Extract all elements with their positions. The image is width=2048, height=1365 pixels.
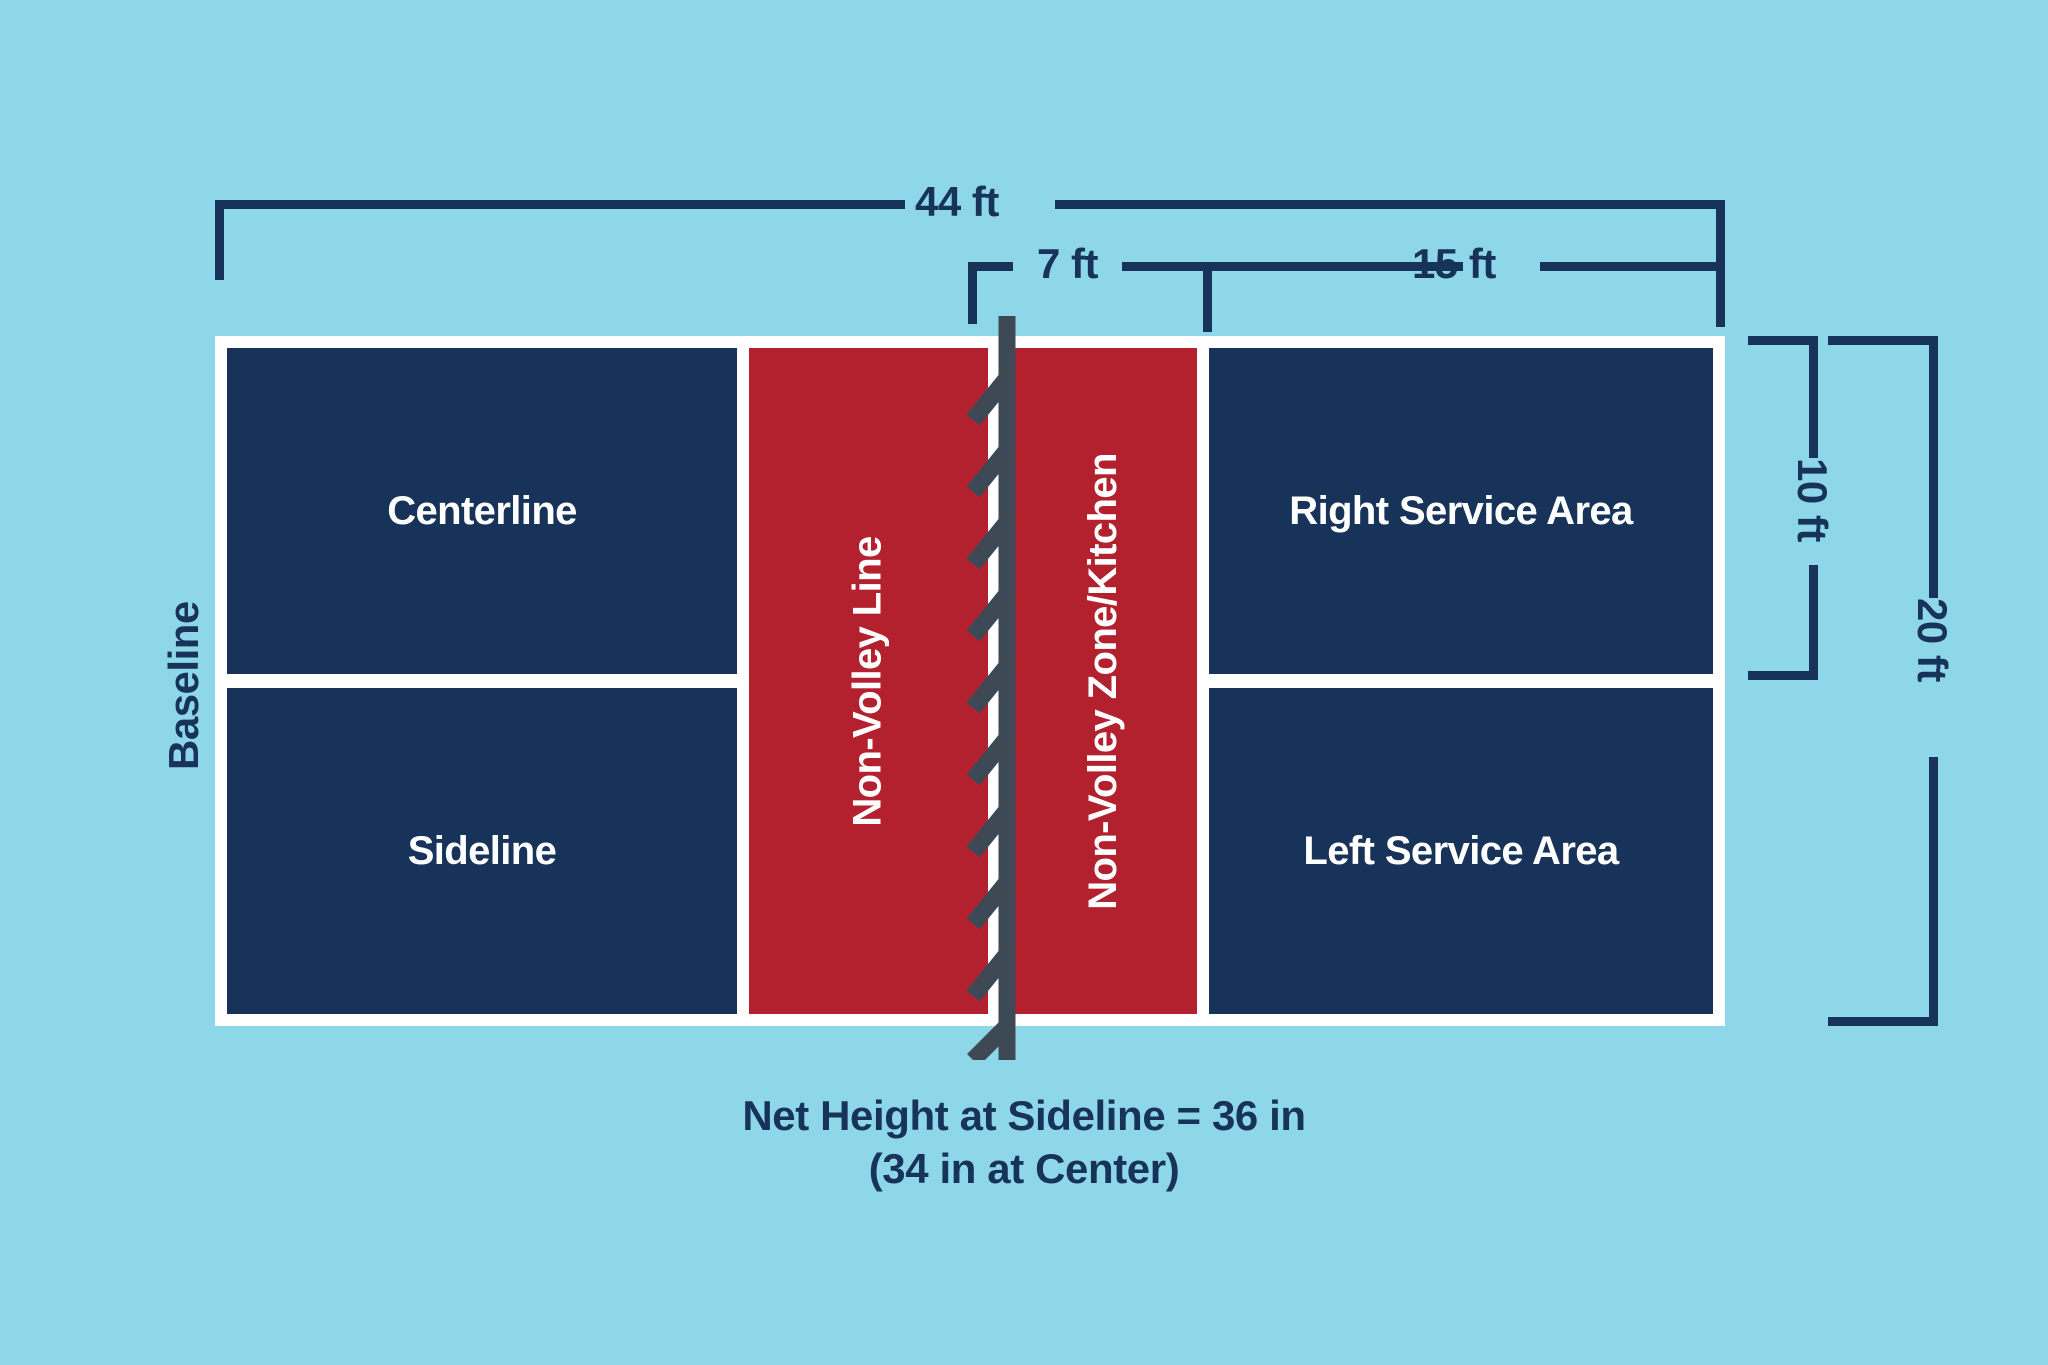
dim-7ft-left-tick [968,262,977,324]
label-non-volley-zone: Non-Volley Zone/Kitchen [1081,452,1125,910]
label-sideline: Sideline [407,828,557,873]
dim-10ft-line-top [1809,336,1818,458]
label-non-volley-line: Non-Volley Line [846,535,890,827]
dim-20ft-bottom-arm [1828,1017,1938,1026]
court-block-right-service-area: Right Service Area [1209,348,1713,674]
dim-44ft-left-tick [215,200,224,280]
label-baseline: Baseline [160,601,207,770]
label-left-service-area: Left Service Area [1303,828,1619,873]
net-height-caption: Net Height at Sideline = 36 in (34 in at… [0,1090,2048,1195]
dim-10ft-bottom-arm [1748,671,1818,680]
dim-15ft-label: 15 ft [1412,240,1496,287]
dim-44ft-line-left [215,200,905,209]
dim-20ft-label: 20 ft [1909,598,1956,682]
dim-7ft-label: 7 ft [1037,240,1099,287]
net-ladder-icon [966,316,1016,1067]
dim-10ft-label: 10 ft [1789,458,1836,542]
dim-44ft-line-right [1055,200,1725,209]
net [962,316,1048,1067]
court-block-centerline: Centerline [227,348,737,674]
dim-20ft-top-arm [1828,336,1938,345]
caption-line-1: Net Height at Sideline = 36 in [742,1092,1306,1139]
dim-20ft-line-top [1929,336,1938,598]
label-right-service-area: Right Service Area [1289,488,1633,533]
court-block-left-service-area: Left Service Area [1209,688,1713,1014]
dim-10ft-top-arm [1748,336,1818,345]
dim-15ft-right-tick [1716,237,1725,327]
caption-line-2: (34 in at Center) [868,1144,1180,1192]
label-centerline: Centerline [387,488,577,533]
dim-44ft-label: 44 ft [915,178,999,225]
dim-10ft-line-bottom [1809,565,1818,680]
dim-7ft-15ft-divider-tick [1203,262,1212,332]
dim-15ft-line-left [1203,262,1463,271]
dim-7ft-line-right [1122,262,1232,271]
court-block-non-volley-right: Non-Volley Zone/Kitchen [1010,348,1197,1014]
dim-15ft-line-right [1540,262,1720,271]
court-block-sideline: Sideline [227,688,737,1014]
dim-20ft-line-bottom [1929,757,1938,1026]
pickleball-court: Centerline Sideline Non-Volley Line Non-… [215,336,1725,1026]
dim-7ft-left-cap [968,262,1013,271]
court-block-non-volley-left: Non-Volley Line [749,348,988,1014]
